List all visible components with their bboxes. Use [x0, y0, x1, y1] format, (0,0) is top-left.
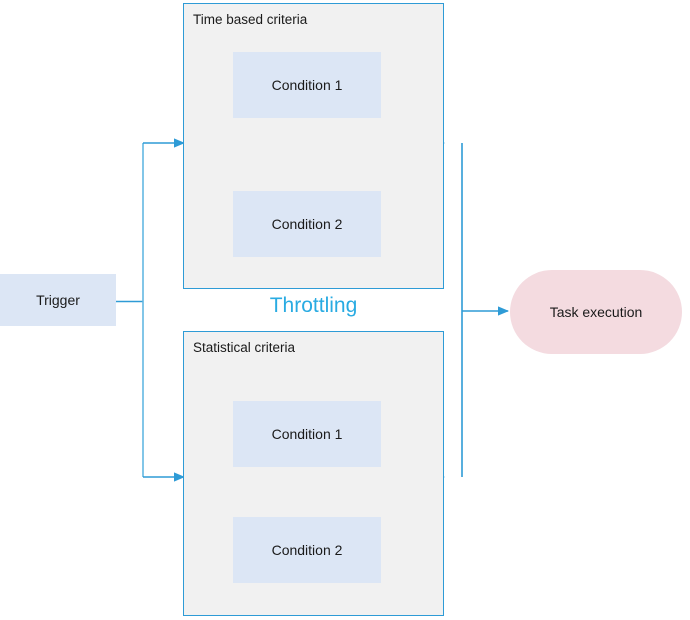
node-statistical-condition-1[interactable]: Condition 1: [233, 401, 381, 467]
node-statistical-condition-2[interactable]: Condition 2: [233, 517, 381, 583]
node-task-execution[interactable]: Task execution: [510, 270, 682, 354]
group-time-based-criteria[interactable]: Time based criteria Condition 1 Conditio…: [183, 3, 444, 289]
diagram-title-throttling: Throttling: [269, 294, 358, 317]
node-trigger-label: Trigger: [36, 291, 80, 308]
group-statistical-criteria[interactable]: Statistical criteria Condition 1 Conditi…: [183, 331, 444, 616]
node-trigger[interactable]: Trigger: [0, 274, 116, 326]
node-time-condition-1[interactable]: Condition 1: [233, 52, 381, 118]
node-time-condition-2-label: Condition 2: [271, 216, 343, 232]
node-time-condition-2[interactable]: Condition 2: [233, 191, 381, 257]
node-time-condition-1-label: Condition 1: [271, 77, 343, 93]
group-time-based-criteria-title: Time based criteria: [193, 12, 308, 27]
node-statistical-condition-2-label: Condition 2: [271, 542, 343, 558]
node-task-execution-label: Task execution: [549, 303, 643, 320]
group-statistical-criteria-title: Statistical criteria: [193, 340, 296, 355]
node-statistical-condition-1-label: Condition 1: [271, 426, 343, 442]
